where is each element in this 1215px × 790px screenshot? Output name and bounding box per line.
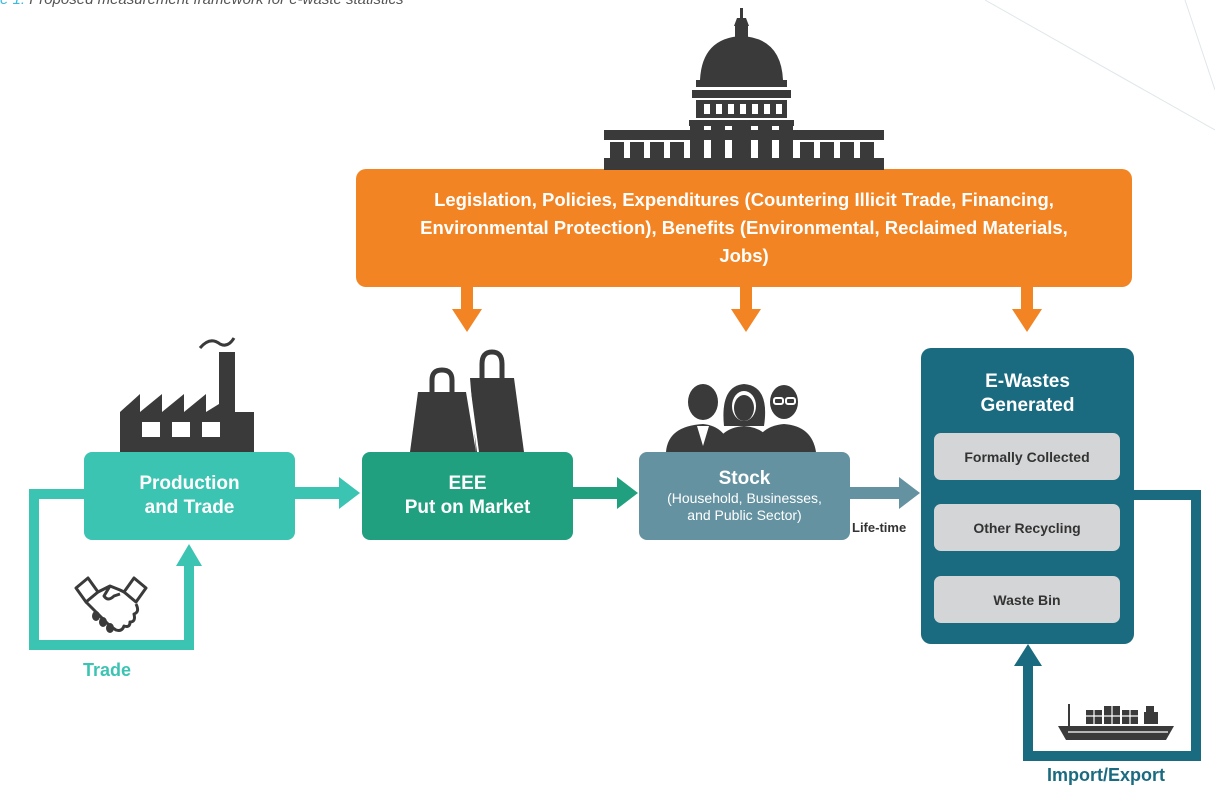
policy-arrows — [452, 287, 1042, 332]
figure-caption: e 1: Proposed measurement framework for … — [0, 0, 404, 8]
handshake-icon — [74, 576, 148, 633]
production-line1: Production — [139, 473, 240, 494]
arrow-production-to-eee — [295, 477, 360, 509]
eee-line1: EEE — [448, 473, 487, 494]
trade-loop — [29, 489, 194, 650]
stock-box: Stock (Household, Businesses, and Public… — [639, 452, 850, 540]
other-recycling-box: Other Recycling — [934, 504, 1120, 551]
eee-line2: Put on Market — [404, 497, 531, 518]
e-wastes-title: E-Wastes Generated — [980, 371, 1075, 416]
import-export-label: Import/Export — [1047, 765, 1166, 785]
life-time-label: Life-time — [852, 520, 907, 535]
policy-text: Legislation, Policies, Expenditures (Cou… — [420, 189, 1068, 266]
stock-title: Stock — [718, 468, 771, 489]
stock-sub2: and Public Sector) — [687, 507, 802, 523]
trade-label: Trade — [83, 660, 132, 680]
arrow-eee-to-stock — [573, 477, 638, 509]
waste-bin-box: Waste Bin — [934, 576, 1120, 623]
figure-label: e 1: — [0, 0, 25, 8]
production-and-trade-box: Production and Trade — [84, 452, 295, 540]
import-export-loop — [1023, 490, 1201, 761]
arrow-stock-to-ewaste — [850, 477, 920, 509]
formally-collected-box: Formally Collected — [934, 433, 1120, 480]
eee-put-on-market-box: EEE Put on Market — [362, 452, 573, 540]
capitol-building-icon — [604, 8, 884, 170]
stock-sub1: (Household, Businesses, — [667, 490, 822, 506]
people-icon — [666, 384, 816, 452]
cargo-ship-icon — [1058, 704, 1174, 740]
shopping-bags-icon — [410, 349, 524, 453]
figure-caption-text: Proposed measurement framework for e-was… — [29, 0, 403, 8]
policy-box: Legislation, Policies, Expenditures (Cou… — [356, 169, 1132, 287]
production-line2: and Trade — [144, 497, 235, 518]
factory-icon — [120, 337, 254, 452]
